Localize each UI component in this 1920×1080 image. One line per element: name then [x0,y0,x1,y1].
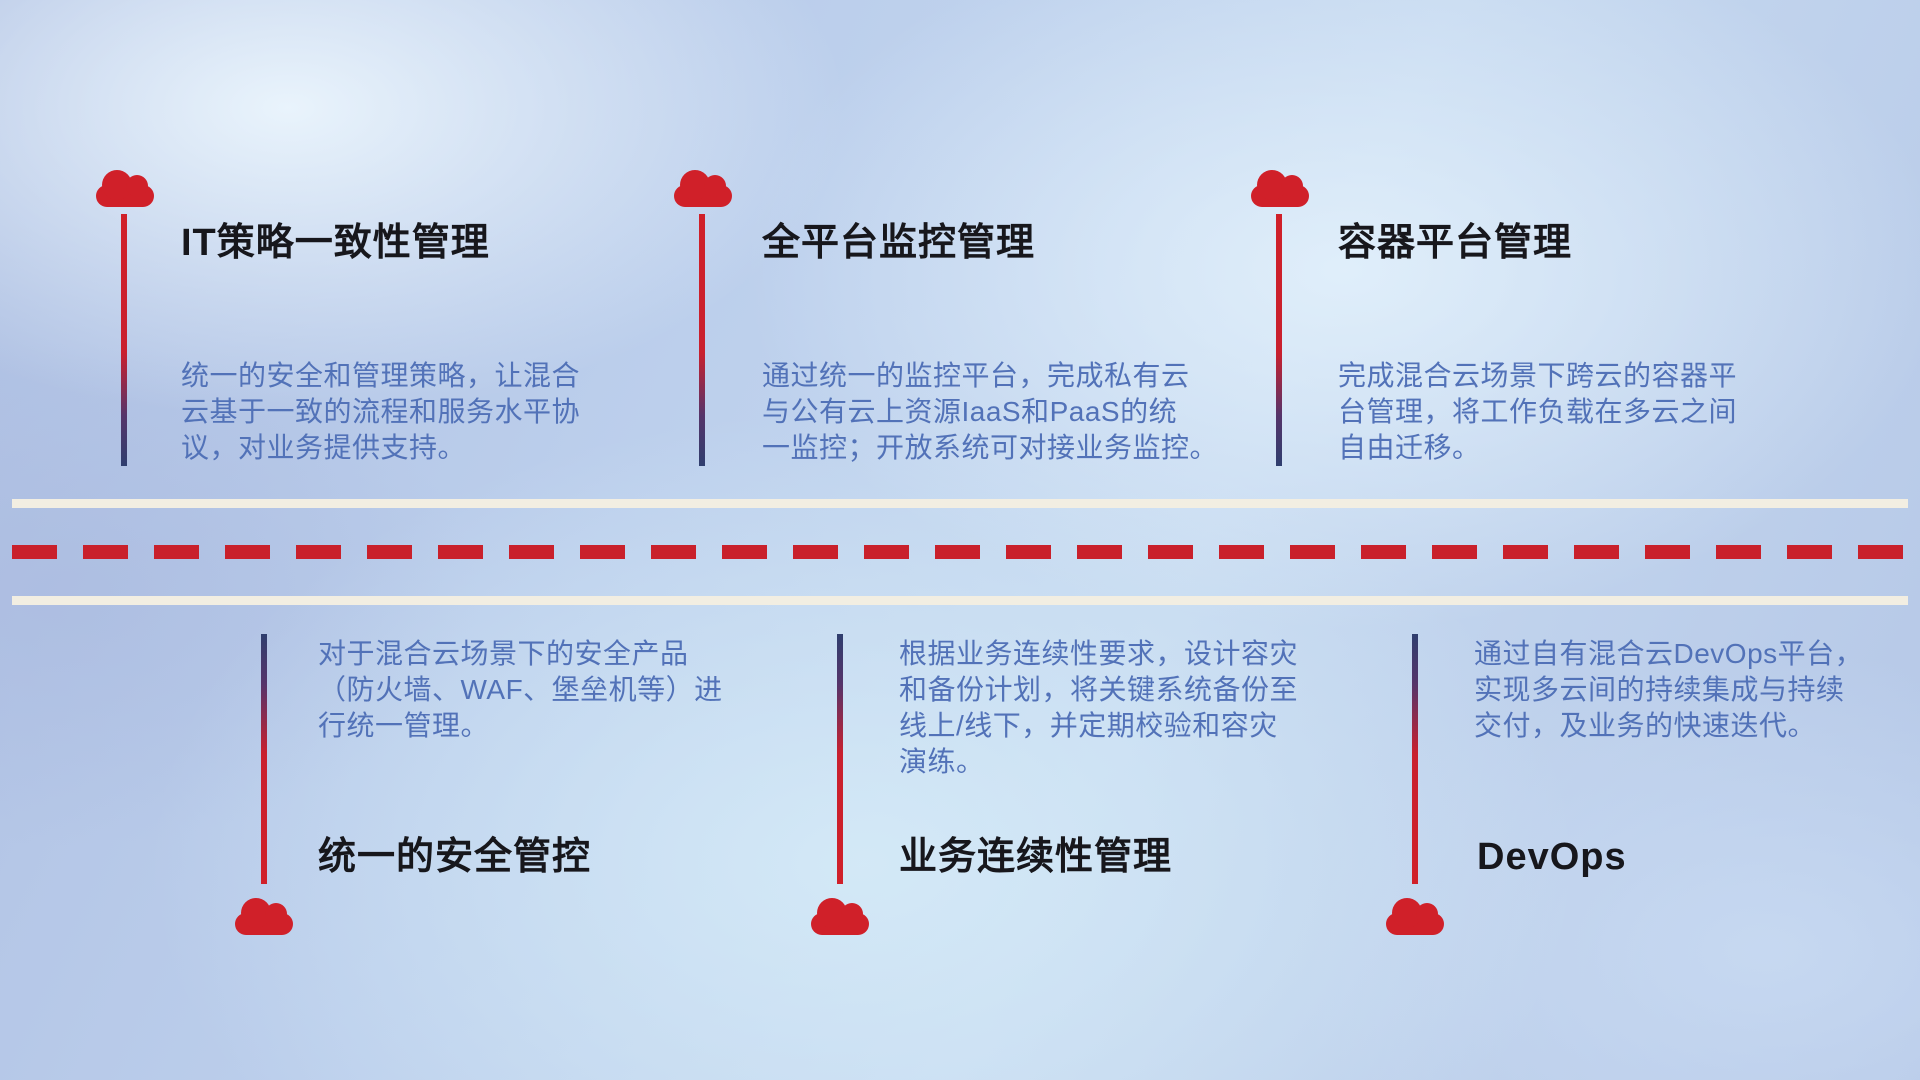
road-dashed-line [12,545,1908,559]
item-title: IT策略一致性管理 [181,222,490,264]
road-line-top [12,499,1908,508]
item-description: 对于混合云场景下的安全产品 （防火墙、WAF、堡垒机等）进 行统一管理。 [318,638,723,741]
cloud-icon [96,170,154,207]
cloud-icon [811,898,869,935]
item-title: DevOps [1477,836,1627,878]
connector-line [261,634,267,884]
item-description: 根据业务连续性要求，设计容灾 和备份计划，将关键系统备份至 线上/线下，并定期校… [899,638,1299,777]
connector-line [1276,214,1282,466]
item-title: 业务连续性管理 [899,836,1173,878]
road-line-bottom [12,596,1908,605]
connector-line [837,634,843,884]
item-title: 统一的安全管控 [318,836,592,878]
connector-line [121,214,127,466]
item-description: 通过自有混合云DevOps平台， 实现多云间的持续集成与持续 交付，及业务的快速… [1474,638,1864,741]
item-description: 通过统一的监控平台，完成私有云 与公有云上资源IaaS和PaaS的统 一监控；开… [762,360,1219,463]
cloud-icon [674,170,732,207]
item-description: 完成混合云场景下跨云的容器平 台管理，将工作负载在多云之间 自由迁移。 [1338,360,1738,463]
item-title: 全平台监控管理 [762,222,1036,264]
cloud-icon [1251,170,1309,207]
item-description: 统一的安全和管理策略，让混合 云基于一致的流程和服务水平协 议，对业务提供支持。 [181,360,581,463]
item-title: 容器平台管理 [1338,222,1573,264]
connector-line [699,214,705,466]
connector-line [1412,634,1418,884]
cloud-icon [1386,898,1444,935]
cloud-icon [235,898,293,935]
